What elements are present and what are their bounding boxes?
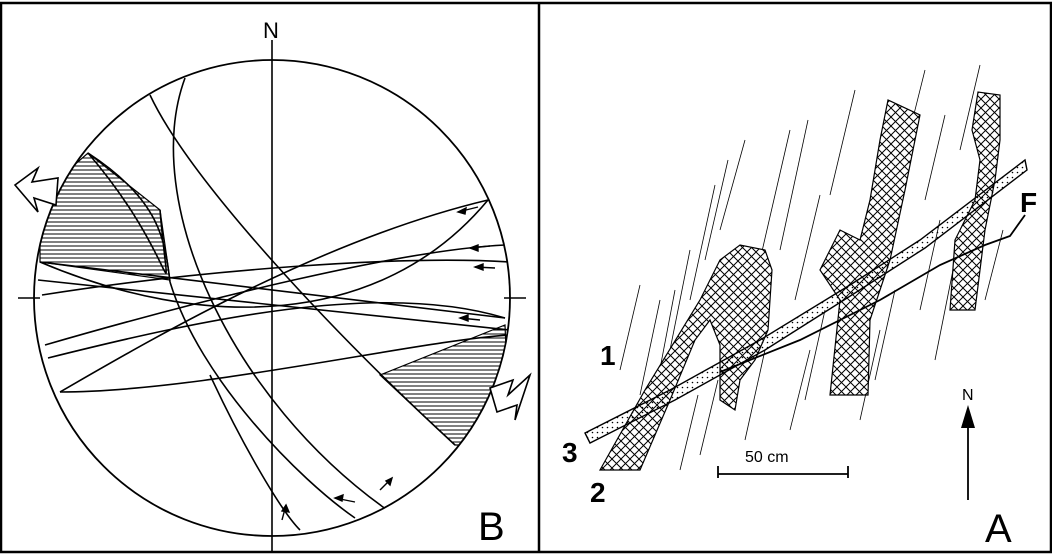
panel-b-letter: B [478, 505, 505, 549]
hatched-region-nw [39, 152, 171, 281]
north-arrow-icon [961, 405, 975, 500]
foliation-traces [619, 64, 1004, 471]
unit-label-3: 3 [562, 437, 578, 468]
unit-label-2: 2 [590, 477, 606, 508]
dike-unit-3 [584, 158, 1028, 444]
compression-arrow-icon [489, 372, 532, 421]
stereonet-north-label: N [263, 18, 279, 43]
scale-bar-label: 50 cm [745, 449, 789, 466]
scale-bar [717, 466, 849, 478]
dike-unit-2-central [819, 99, 921, 396]
panel-a-map: 1 2 3 F 50 cm N A [562, 64, 1037, 551]
slip-arrow-icon [280, 206, 496, 521]
map-north-label: N [962, 387, 974, 404]
panel-a-letter: A [985, 507, 1012, 551]
fault-label: F [1020, 187, 1037, 218]
unit-label-1: 1 [600, 340, 616, 371]
panel-b-stereonet: N B [13, 18, 532, 552]
great-circles [37, 77, 510, 531]
compression-arrow-icon [13, 165, 59, 213]
fault-f [719, 214, 1026, 373]
